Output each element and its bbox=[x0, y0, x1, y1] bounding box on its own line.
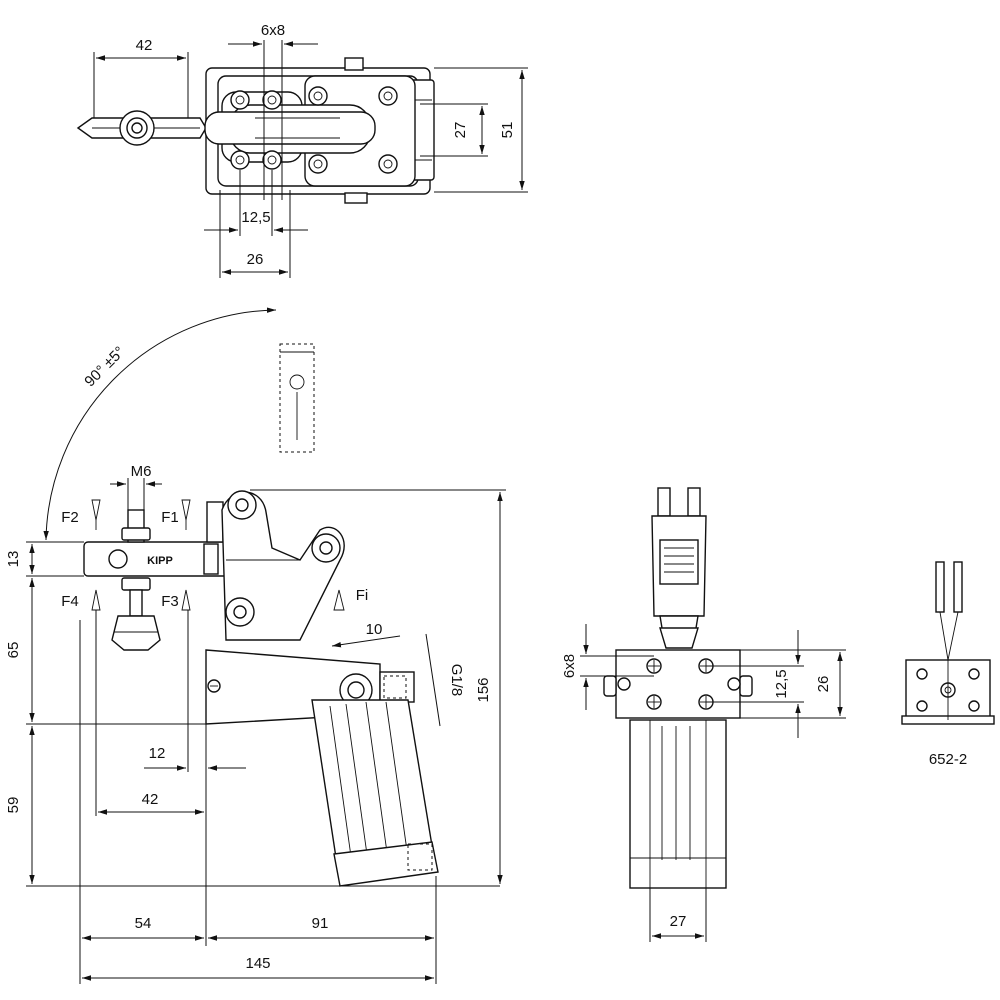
linkage bbox=[221, 490, 345, 641]
front-cylinder bbox=[629, 719, 727, 889]
port-label: G1/8 bbox=[448, 664, 465, 697]
dim-front-26: 26 bbox=[815, 676, 832, 693]
variant-652-2: 652-2 bbox=[901, 561, 995, 768]
spindle bbox=[111, 509, 161, 651]
dim-top-51: 51 bbox=[499, 122, 516, 139]
dim-side-145: 145 bbox=[245, 955, 270, 972]
front-handle bbox=[651, 487, 707, 649]
dim-side-59: 59 bbox=[5, 797, 22, 814]
side-height-dimension: 156 bbox=[250, 489, 506, 884]
air-port bbox=[379, 671, 415, 703]
opening-arc bbox=[43, 307, 277, 541]
dim-side-65: 65 bbox=[5, 642, 22, 659]
side-left-dimensions: 13 65 59 bbox=[5, 541, 500, 887]
pneumatic-cylinder bbox=[311, 699, 439, 887]
front-dimensions: 6x8 12,5 26 27 bbox=[561, 624, 846, 942]
dim-top-12-5: 12,5 bbox=[241, 209, 270, 226]
dim-side-10: 10 bbox=[366, 621, 383, 638]
dim-front-6x8: 6x8 bbox=[561, 654, 578, 678]
brand-mark-arm: KIPP bbox=[147, 555, 173, 567]
top-handle bbox=[76, 110, 207, 146]
top-view: 42 6x8 27 51 12,5 26 bbox=[76, 22, 528, 278]
clamp-arm: KIPP bbox=[83, 501, 229, 577]
handle-open-position bbox=[279, 343, 315, 453]
dim-side-156: 156 bbox=[475, 677, 492, 702]
dim-side-42: 42 bbox=[142, 791, 159, 808]
variant-label: 652-2 bbox=[929, 751, 967, 768]
cylinder-dimensions: 10 G1/8 bbox=[331, 621, 465, 727]
dim-top-6x8: 6x8 bbox=[261, 22, 285, 39]
dim-front-27: 27 bbox=[670, 913, 687, 930]
side-bottom-dimensions: 12 42 54 91 145 bbox=[79, 610, 437, 984]
dim-side-54: 54 bbox=[135, 915, 152, 932]
front-body bbox=[603, 649, 753, 719]
thread-dimension: M6 bbox=[110, 463, 162, 510]
force-label-f2: F2 bbox=[61, 509, 79, 526]
front-view: 6x8 12,5 26 27 bbox=[561, 487, 846, 942]
opening-angle-label: 90° ±5° bbox=[81, 343, 128, 390]
force-label-f4: F4 bbox=[61, 593, 79, 610]
force-label-f3: F3 bbox=[161, 593, 179, 610]
force-label-f1: F1 bbox=[161, 509, 179, 526]
top-dimensions: 42 6x8 27 51 12,5 26 bbox=[93, 22, 528, 278]
top-bolts bbox=[230, 86, 398, 174]
dim-side-12: 12 bbox=[149, 745, 166, 762]
dim-side-91: 91 bbox=[312, 915, 329, 932]
dim-front-12-5: 12,5 bbox=[773, 669, 790, 698]
thread-label-m6: M6 bbox=[131, 463, 152, 480]
dim-top-26: 26 bbox=[247, 251, 264, 268]
force-label-fi: Fi bbox=[356, 587, 369, 604]
dim-top-42: 42 bbox=[136, 37, 153, 54]
side-view: 90° ±5° KIPP bbox=[5, 307, 506, 984]
force-arrows: F2 F1 F4 F3 Fi bbox=[61, 499, 369, 611]
dim-side-13: 13 bbox=[5, 551, 22, 568]
dim-top-27: 27 bbox=[452, 122, 469, 139]
